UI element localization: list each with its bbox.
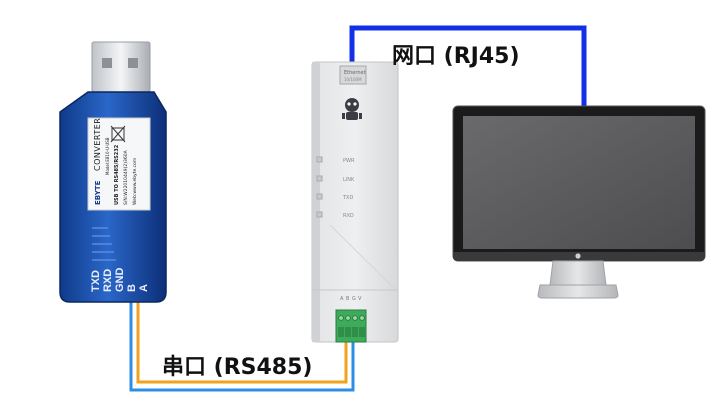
- led-rxd-indicator: [316, 211, 323, 218]
- led-txd-indicator: [316, 193, 323, 200]
- led-link-indicator: [316, 175, 323, 182]
- serial-cable-orange: [136, 300, 348, 384]
- monitor-screen: [463, 116, 695, 249]
- led-pwr-label: PWR: [343, 158, 355, 164]
- led-rxd-label: RXD: [343, 213, 354, 219]
- led-pwr-indicator: [316, 156, 323, 163]
- monitor-stand: [549, 260, 607, 286]
- usb-web: Web:www.ebyte.com: [132, 158, 138, 205]
- usb-converter: EBYTE CONVERTER Model:E810-U-USB USB TO …: [59, 41, 167, 303]
- usb-subtitle: USB TO RS485/RS232: [114, 144, 120, 205]
- ethernet-port-label: Ethernet: [344, 70, 366, 76]
- usb-pin-b: B: [126, 284, 138, 292]
- terminal-label-v: V: [358, 296, 362, 302]
- apple-logo-icon: [575, 253, 581, 259]
- robot-logo-icon: [342, 98, 362, 120]
- usb-serial: S/N:W22010449(2)360A: [123, 149, 129, 205]
- terminal-label-b: B: [346, 296, 350, 302]
- ethernet-cable: [349, 25, 587, 108]
- weee-bin-icon: [110, 125, 126, 143]
- usb-pin-txd: TXD: [90, 270, 102, 292]
- led-txd-label: TXD: [342, 195, 353, 201]
- terminal-label-g: G: [352, 296, 356, 302]
- usb-pin-gnd: GND: [114, 268, 126, 293]
- ethernet-port-sublabel: 10/100M: [344, 77, 362, 82]
- usb-brand: EBYTE: [94, 180, 102, 205]
- led-link-label: LINK: [343, 177, 355, 183]
- usb-pin-a: A: [138, 284, 150, 292]
- serial-port-label: 串口 (RS485): [162, 355, 312, 380]
- usb-model: Model:E810-U-USB: [105, 137, 110, 175]
- usb-pin-rxd: RXD: [102, 269, 114, 292]
- network-port-label: 网口 (RJ45): [392, 44, 520, 69]
- monitor: [452, 105, 706, 299]
- usb-plug: [91, 41, 151, 93]
- terminal-block: [335, 309, 367, 343]
- terminal-label-a: A: [340, 296, 344, 302]
- gateway-device: Ethernet 10/100M PWR LINK TXD RXD A: [311, 61, 399, 343]
- ethernet-port: [339, 65, 367, 85]
- serial-cable-blue: [129, 300, 355, 392]
- usb-title: CONVERTER: [93, 118, 102, 171]
